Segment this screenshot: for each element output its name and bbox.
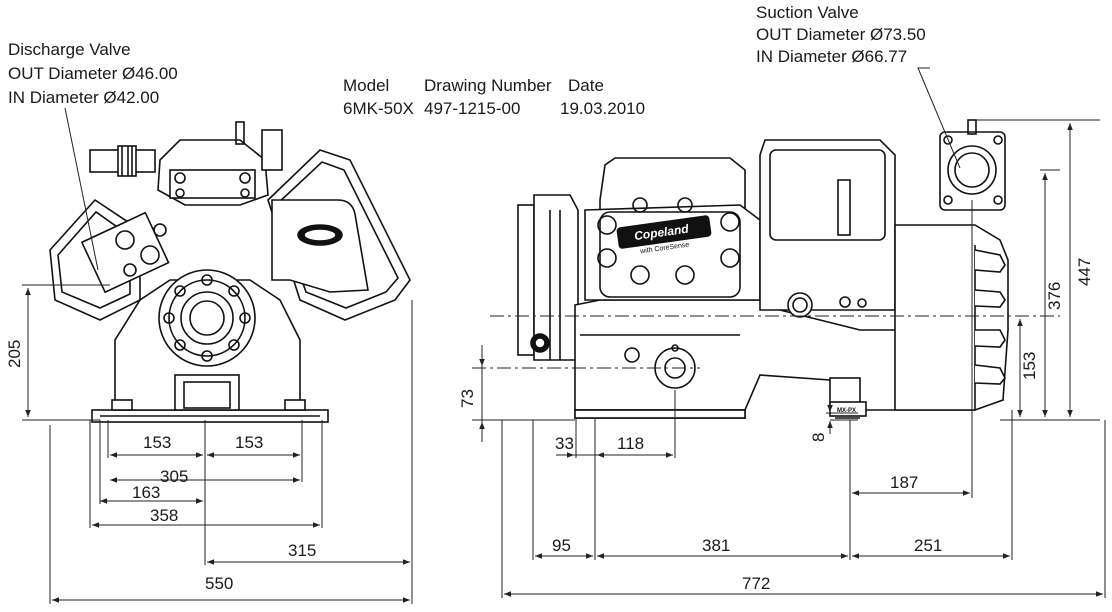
dim-251: 251 — [914, 536, 942, 555]
title-block-date-header: Date — [568, 76, 604, 95]
dim-95: 95 — [552, 536, 571, 555]
title-block-model: 6MK-50X — [343, 99, 414, 118]
dim-8: 8 — [809, 433, 828, 442]
dim-550: 550 — [205, 574, 233, 593]
dim-187: 187 — [890, 473, 918, 492]
dim-315: 315 — [288, 541, 316, 560]
front-view-compressor — [49, 121, 411, 423]
dim-153-side: 153 — [1020, 352, 1039, 380]
dim-376: 376 — [1045, 282, 1064, 310]
dim-772: 772 — [742, 574, 770, 593]
suction-valve-out-diameter: OUT Diameter Ø73.50 — [756, 25, 926, 44]
dim-205: 205 — [5, 340, 24, 368]
title-block-model-header: Model — [343, 76, 390, 95]
dim-305: 305 — [160, 467, 188, 486]
side-view-dimensions: 447 376 153 73 8 3 — [458, 67, 1106, 598]
dim-358: 358 — [150, 506, 178, 525]
dim-447: 447 — [1075, 258, 1094, 286]
discharge-valve-in-diameter: IN Diameter Ø42.00 — [8, 88, 160, 107]
dim-163: 163 — [132, 483, 160, 502]
title-block-drawing-header: Drawing Number — [424, 76, 552, 95]
discharge-valve-title: Discharge Valve — [8, 40, 131, 59]
suction-valve-title: Suction Valve — [756, 3, 859, 22]
side-view-compressor: Copeland with CoreSense MX-PX — [517, 119, 1009, 419]
dim-381: 381 — [702, 536, 730, 555]
dim-73: 73 — [458, 389, 477, 408]
plate-tag: MX-PX — [837, 408, 856, 414]
discharge-valve-out-diameter: OUT Diameter Ø46.00 — [8, 64, 178, 83]
dim-153-right: 153 — [235, 433, 263, 452]
suction-valve-in-diameter: IN Diameter Ø66.77 — [756, 47, 908, 66]
dim-118: 118 — [617, 434, 644, 453]
dim-153-left: 153 — [143, 433, 171, 452]
title-block-date: 19.03.2010 — [560, 99, 646, 118]
title-block-drawing-number: 497-1215-00 — [424, 99, 521, 118]
front-view-dimensions: 205 153 153 305 163 358 315 550 — [5, 107, 413, 604]
dim-33: 33 — [555, 434, 574, 453]
